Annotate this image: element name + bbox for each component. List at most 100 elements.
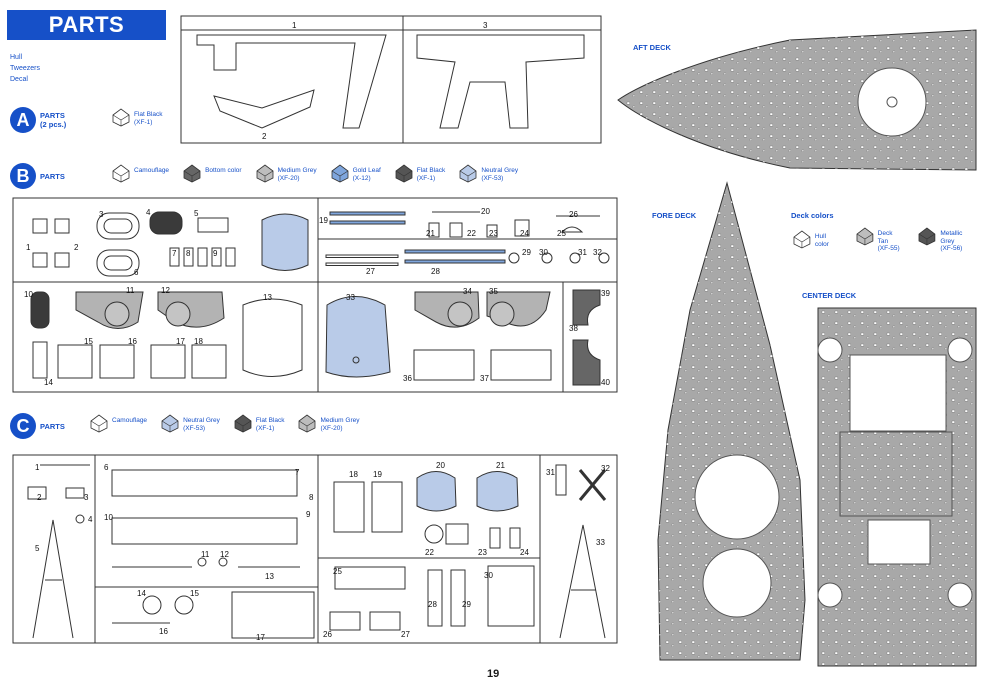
- part-b9: [261, 213, 309, 271]
- part-number-label: 36: [403, 374, 412, 383]
- part-number-label: 24: [520, 229, 529, 238]
- part-number-label: 6: [104, 463, 109, 472]
- part-number-label: 29: [462, 600, 471, 609]
- part-c27: [369, 611, 401, 631]
- part-a1: [196, 34, 387, 129]
- part-b18: [191, 344, 227, 379]
- part-number-label: 18: [349, 470, 358, 479]
- paint-swatch-icon: [90, 414, 108, 433]
- paint-swatch-icon: [112, 164, 130, 183]
- part-c22: [424, 524, 444, 544]
- sprue-a: [180, 15, 602, 144]
- section-c-label: C PARTS: [10, 413, 65, 439]
- paint-swatch: Deck Tan(XF-55): [854, 226, 905, 253]
- part-number-label: 2: [37, 493, 42, 502]
- paint-swatch: Camouflage: [110, 163, 169, 183]
- part-c23: [489, 527, 501, 549]
- part-c21: [476, 471, 519, 512]
- part-b24: [514, 219, 530, 237]
- paint-swatch-icon: [256, 164, 273, 183]
- part-b28: [404, 249, 506, 254]
- part-b34-ring: [447, 301, 473, 327]
- part-c28: [427, 569, 443, 627]
- part-number-label: 26: [323, 630, 332, 639]
- part-number-label: 28: [431, 267, 440, 276]
- part-number-label: 23: [478, 548, 487, 557]
- part-c2: [27, 486, 47, 500]
- paint-swatch: Neutral Grey(XF-53): [457, 163, 518, 183]
- paint-swatch: Camouflage: [88, 413, 147, 433]
- swatch-name: Deck Tan: [877, 230, 893, 245]
- part-number-label: 32: [601, 464, 610, 473]
- center-deck-label: CENTER DECK: [802, 291, 857, 300]
- sprue-b: [12, 197, 618, 393]
- sprue-b-frame: [12, 197, 618, 393]
- part-b27: [325, 254, 399, 258]
- part-number-label: 38: [569, 324, 578, 333]
- part-b2b: [54, 252, 70, 268]
- part-b12-ring: [165, 301, 191, 327]
- part-number-label: 32: [593, 248, 602, 257]
- part-b40: [572, 339, 601, 386]
- part-number-label: 9: [213, 249, 218, 258]
- swatch-name: Bottom color: [205, 167, 242, 174]
- part-b33-pin: [352, 356, 360, 364]
- paint-swatch: Medium Grey(XF-20): [254, 163, 317, 183]
- swatch-code: (XF-20): [320, 424, 343, 432]
- part-c17: [231, 591, 315, 639]
- fore-deck-holes: [658, 183, 805, 660]
- swatch-name: Medium Grey: [320, 417, 360, 424]
- section-a-swatches: Flat Black(XF-1): [110, 107, 175, 127]
- part-number-label: 5: [35, 544, 40, 553]
- paint-swatch: Flat Black(XF-1): [232, 413, 285, 433]
- part-c7: [111, 517, 298, 545]
- swatch-name: Flat Black: [255, 417, 285, 424]
- center-deck-opening-2: [867, 519, 931, 565]
- part-b14: [32, 341, 48, 379]
- swatch-name: Neutral Grey: [481, 167, 519, 174]
- aft-deck-pivot: [886, 96, 898, 108]
- center-deck-hole-br: [947, 582, 973, 608]
- swatch-code: (XF-1): [416, 174, 436, 182]
- part-c24: [509, 527, 521, 549]
- part-number-label: 22: [467, 229, 476, 238]
- part-number-label: 7: [295, 468, 300, 477]
- part-number-label: 11: [126, 286, 135, 295]
- part-c5: [32, 519, 74, 639]
- part-b2: [54, 218, 70, 234]
- part-number-label: 14: [137, 589, 146, 598]
- part-c4: [75, 514, 85, 524]
- section-c-title: PARTS: [40, 421, 65, 431]
- part-b27b: [325, 262, 399, 266]
- part-number-label: 5: [194, 209, 199, 218]
- part-a3: [416, 34, 585, 129]
- part-number-label: 34: [463, 287, 472, 296]
- part-b8c: [225, 247, 236, 267]
- part-c19: [371, 481, 403, 533]
- part-c20: [416, 471, 457, 512]
- part-num-a3: 3: [483, 21, 488, 30]
- part-b39: [572, 289, 601, 326]
- swatch-name: Neutral Grey: [183, 417, 220, 424]
- center-deck-plate: [839, 431, 953, 517]
- part-b15: [57, 344, 93, 379]
- part-c31: [555, 464, 567, 496]
- part-b7b: [183, 247, 194, 267]
- sprue-a-numbers: 1 2 3: [262, 21, 488, 141]
- part-b10: [30, 291, 50, 329]
- hardware-item: Tweezers: [10, 65, 40, 72]
- page-number: 19: [487, 668, 500, 680]
- part-b33: [325, 296, 391, 378]
- section-a-title: PARTS: [40, 111, 65, 120]
- part-b30: [541, 252, 553, 264]
- part-number-label: 21: [426, 229, 435, 238]
- swatch-code: (XF-1): [255, 424, 275, 432]
- center-deck-opening-1: [849, 354, 947, 432]
- part-c14: [142, 595, 162, 615]
- part-number-label: 26: [569, 210, 578, 219]
- part-number-label: 29: [522, 248, 531, 257]
- paint-swatch-icon: [395, 164, 413, 183]
